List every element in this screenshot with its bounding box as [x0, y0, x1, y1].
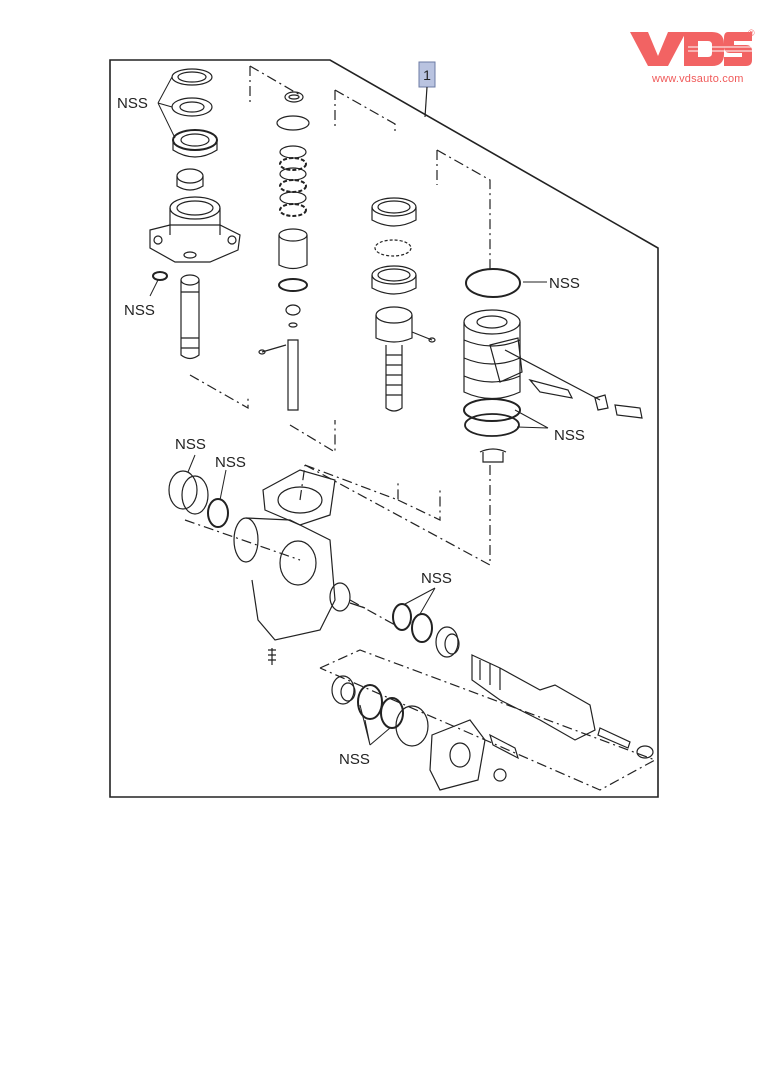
nss-label: NSS: [421, 570, 452, 587]
logo-url: www.vdsauto.com: [652, 73, 744, 85]
nss-label: NSS: [339, 751, 370, 768]
nss-label: NSS: [549, 275, 580, 292]
nss-label: NSS: [175, 436, 206, 453]
nss-label: NSS: [124, 302, 155, 319]
housing-oring: [152, 271, 168, 281]
worm-shaft-assembly: [371, 197, 436, 412]
vds-logo: ® www.vdsauto.com: [628, 28, 760, 86]
sector-shaft-seals: [392, 603, 460, 658]
top-seal-stack: [171, 68, 218, 191]
sector-shaft: [471, 654, 654, 759]
nss-label: NSS: [117, 95, 148, 112]
input-shaft: [180, 274, 200, 360]
upper-housing: [149, 196, 241, 263]
nss-leaders: [149, 76, 549, 746]
sector-seals-left: [168, 470, 229, 528]
side-cover: [331, 675, 519, 791]
diagram-frame: [109, 59, 659, 798]
group-brackets: [184, 65, 657, 791]
callout-1[interactable]: 1: [418, 61, 436, 118]
callout-number: 1: [423, 67, 431, 83]
gear-housing: [233, 469, 366, 665]
vds-logo-mark: [630, 32, 752, 66]
registered-mark: ®: [748, 28, 755, 38]
nss-label: NSS: [215, 454, 246, 471]
nss-label: NSS: [554, 427, 585, 444]
valve-body: [463, 268, 643, 463]
valve-ring-stack: [258, 91, 310, 411]
